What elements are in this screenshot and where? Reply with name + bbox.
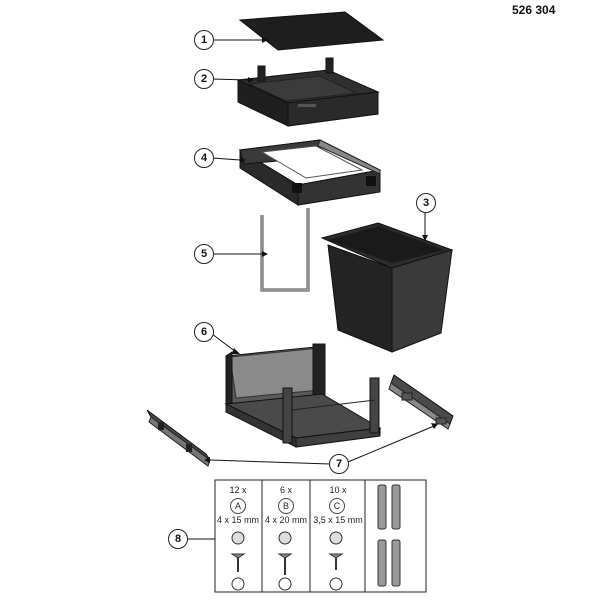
part-7-runner-left [146, 409, 211, 467]
hardware-b-qty: 6 x [279, 485, 292, 495]
hardware-a-qty: 12 x [229, 485, 247, 495]
part-2-tray [236, 57, 380, 127]
part-4-frame [238, 139, 382, 206]
part-3-bin [320, 222, 454, 353]
bracket-icon [377, 484, 401, 587]
leader-lines [187, 39, 435, 540]
hardware-c-size: 3,5 x 15 mm [313, 515, 363, 525]
callout-3: 3 [416, 193, 436, 213]
callout-2: 2 [194, 69, 214, 89]
part-7-runner-right [388, 374, 454, 430]
part-5-u-wire [260, 208, 310, 292]
hardware-box [214, 479, 427, 593]
hardware-b-size: 4 x 20 mm [264, 515, 307, 525]
callout-1: 1 [194, 30, 214, 50]
callout-4: 4 [194, 148, 214, 168]
hardware-a-letter: A [230, 498, 246, 514]
part-6-drawer [224, 343, 382, 448]
screw-icon [230, 531, 344, 575]
callout-6: 6 [194, 322, 214, 342]
hardware-a-size: 4 x 15 mm [216, 515, 259, 525]
callout-5: 5 [194, 244, 214, 264]
torx-head-icon [231, 577, 343, 591]
article-number: 526 304 [512, 3, 556, 17]
hardware-b-letter: B [278, 498, 294, 514]
callout-7: 7 [329, 454, 349, 474]
callout-8: 8 [168, 529, 188, 549]
hardware-c-qty: 10 x [329, 485, 347, 495]
part-1-lid-panel [238, 11, 385, 51]
hardware-c-letter: C [329, 498, 345, 514]
